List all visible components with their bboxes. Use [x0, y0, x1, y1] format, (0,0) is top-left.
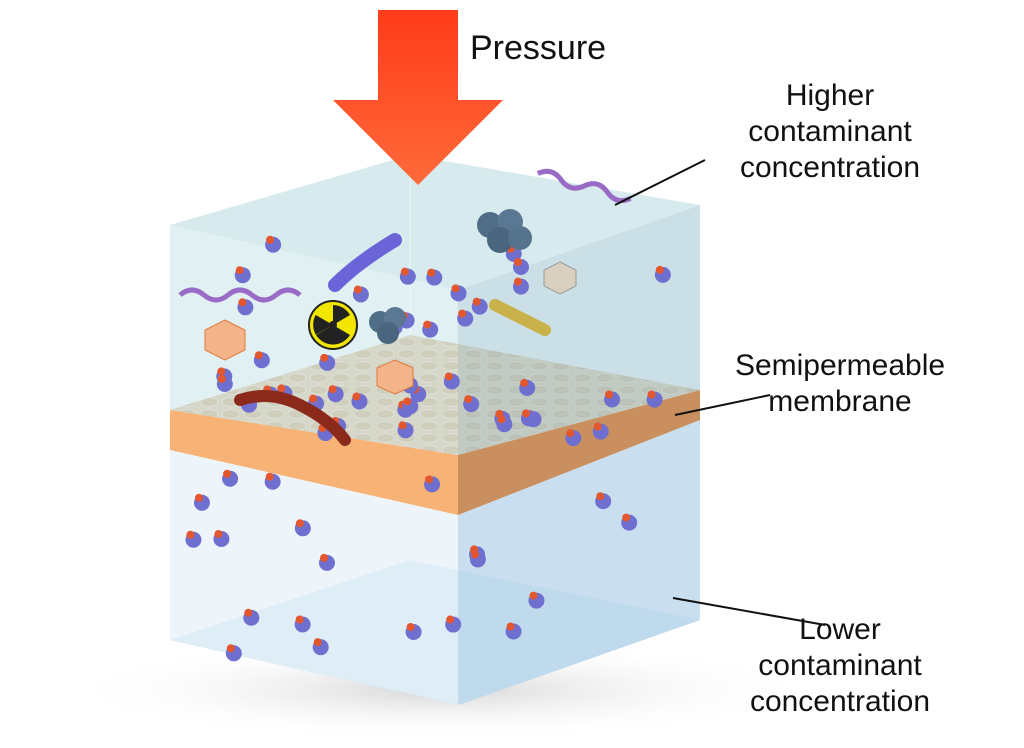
pressure-arrow: [333, 10, 503, 185]
water-molecule: [265, 235, 282, 253]
water-molecule: [463, 395, 480, 413]
virus-particle: [204, 319, 246, 361]
bacterium: [328, 233, 402, 292]
water-molecule: [185, 530, 202, 548]
virus-particle: [376, 359, 414, 395]
membrane-leader-line: [674, 394, 771, 416]
upper-chamber-side: [458, 205, 700, 455]
water-molecule: [399, 267, 416, 285]
water-molecule: [457, 309, 474, 327]
water-molecule: [426, 268, 443, 286]
label-line: concentration: [749, 685, 931, 718]
water-molecule: [496, 415, 513, 433]
water-molecule: [654, 265, 671, 283]
label-line: Semipermeable: [734, 349, 946, 382]
water-molecule: [327, 385, 344, 403]
water-molecule: [621, 513, 638, 531]
water-molecule: [450, 284, 467, 302]
water-molecule: [604, 390, 621, 408]
cluster: [369, 209, 532, 344]
water-molecule: [469, 550, 486, 568]
water-molecule: [528, 591, 545, 609]
water-molecule: [397, 421, 414, 439]
bacterium: [489, 299, 551, 336]
water-molecule: [294, 615, 311, 633]
water-molecule: [351, 392, 368, 410]
water-molecule: [424, 475, 441, 493]
water-molecule: [253, 351, 270, 369]
water-molecule: [505, 622, 522, 640]
water-molecule: [319, 353, 336, 371]
membrane-label: Semipermeable membrane: [700, 348, 980, 420]
water-molecule: [405, 623, 422, 641]
label-line: membrane: [768, 385, 912, 418]
water-molecule: [592, 422, 609, 440]
virus-strand: [178, 287, 302, 303]
water-molecule: [519, 378, 536, 396]
water-molecule: [565, 429, 582, 447]
water-molecule: [422, 320, 439, 338]
water-molecule: [318, 553, 335, 571]
water-molecule: [512, 257, 529, 275]
water-molecule: [352, 285, 369, 303]
water-molecule: [225, 644, 242, 662]
water-molecule: [243, 608, 260, 626]
label-line: Higher: [785, 79, 875, 112]
lower-chamber-front: [170, 450, 458, 705]
lower-leader-line: [672, 597, 826, 626]
label-line: contaminant: [758, 649, 922, 682]
water-molecule: [402, 397, 419, 415]
water-molecule: [471, 297, 488, 315]
membrane-front: [170, 410, 458, 515]
water-molecule: [646, 390, 663, 408]
virus-particle: [543, 261, 577, 295]
water-molecule: [312, 638, 329, 656]
water-molecule: [237, 298, 254, 316]
lower-concentration-label: Lower contaminant concentration: [700, 612, 980, 720]
water-molecule: [213, 530, 230, 548]
radiation-icon: [308, 300, 358, 350]
water-molecule: [216, 374, 233, 392]
pressure-label: Pressure: [470, 29, 607, 67]
water-molecule: [294, 519, 311, 537]
membrane-side: [458, 390, 700, 515]
water-molecule: [520, 409, 537, 427]
water-molecule: [234, 266, 251, 284]
water-molecule: [443, 372, 460, 390]
label-line: concentration: [739, 151, 921, 184]
higher-leader-line: [614, 159, 706, 206]
water-molecule: [264, 472, 281, 490]
label-line: contaminant: [748, 115, 912, 148]
virus-strand: [536, 168, 632, 204]
water-molecule: [445, 615, 462, 633]
label-line: Lower: [799, 613, 881, 646]
water-molecule: [193, 493, 210, 511]
debris: [234, 390, 351, 446]
water-molecule: [595, 492, 612, 510]
water-molecule: [222, 469, 239, 487]
water-molecule: [512, 277, 529, 295]
higher-concentration-label: Higher contaminant concentration: [700, 78, 960, 186]
